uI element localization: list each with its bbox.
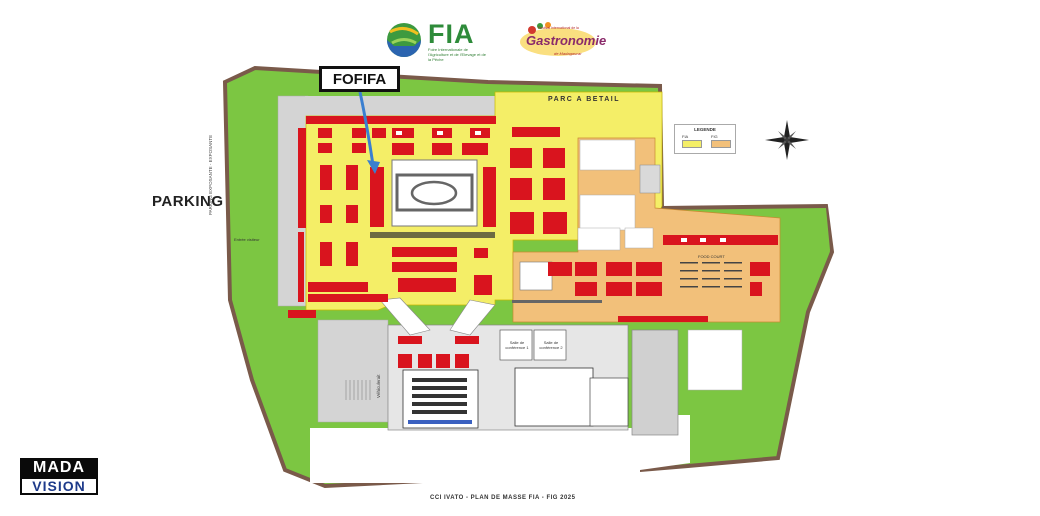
legend-title: LEGENDE: [694, 127, 716, 132]
map-legend: LEGENDE FIA FIG: [674, 124, 736, 154]
auditorium-seating: [412, 378, 467, 414]
conference-room-2: Salle de conférence 2: [539, 340, 563, 350]
parking-lot-south: [317, 319, 389, 423]
fig-logo-icon: [520, 22, 596, 56]
vertical-center-label: Véhiculerait: [376, 374, 381, 398]
mada-vision-watermark: MADA VISION: [20, 458, 98, 495]
bottom-white-area: [310, 428, 640, 483]
plaza-fountain: [410, 180, 458, 206]
fia-logo-icon: [387, 23, 421, 57]
compass-rose-icon: [765, 120, 809, 160]
stands-fia: [288, 116, 567, 318]
entrance-label: Entrée visiteur: [234, 237, 260, 242]
fig-logo-bottom: de Madagascar: [554, 51, 582, 56]
food-court-tables: [680, 262, 742, 288]
conference-room-1: Salle de conférence 1: [505, 340, 529, 350]
watermark-line-2: VISION: [20, 477, 98, 495]
green-east: [690, 208, 830, 463]
fig-logo-main: Gastronomie: [526, 33, 607, 48]
parking-label: PARKING: [152, 193, 224, 210]
fofifa-arrow-icon: [358, 91, 380, 174]
building-east: [631, 329, 679, 436]
legend-item-label: FIG: [711, 134, 718, 139]
fia-logo-text: FIA: [428, 19, 475, 49]
watermark-line-1: MADA: [20, 458, 98, 477]
fig-logo-top: Festival International de la: [538, 26, 579, 30]
livestock-park-label: PARC A BETAIL: [548, 96, 620, 103]
legend-item-label: FIA: [682, 134, 689, 139]
fia-logo-subtitle: Foire Internationale de l'Agriculture et…: [428, 47, 487, 62]
legend-swatch-fig: [711, 140, 731, 148]
exhibition-hall: [514, 367, 594, 427]
vertical-parking-label: PARKING EXPOSANTE - EXPOSANTE: [208, 134, 213, 215]
fofifa-highlight-label: FOFIFA: [319, 66, 400, 92]
map-caption: CCI IVATO - PLAN DE MASSE FIA - FIG 2025: [430, 495, 576, 501]
food-court-label: FOOD COURT: [698, 254, 725, 259]
legend-swatch-fia: [682, 140, 702, 148]
